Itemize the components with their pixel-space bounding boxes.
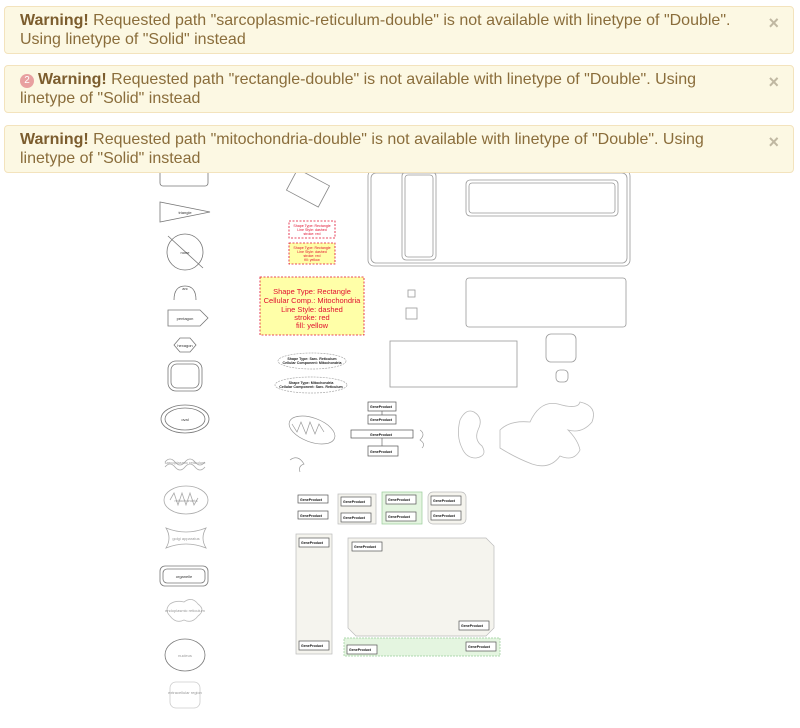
gene-label: GeneProduct bbox=[468, 645, 491, 649]
warning-alert-1: Warning! Requested path "sarcoplasmic-re… bbox=[4, 6, 794, 54]
shape-pentagon bbox=[167, 309, 209, 327]
gene-label: GeneProduct bbox=[354, 545, 377, 549]
gene-label: GeneProduct bbox=[433, 514, 456, 518]
main-label-d: stroke: red bbox=[294, 313, 329, 322]
ellipse-text-1a: Shape Type: Sarc. Reticulum bbox=[287, 357, 336, 361]
ellipse-text-2b: Cellular Component: Sarc. Reticulum bbox=[279, 385, 343, 389]
label-er: endoplasmic reticulum bbox=[165, 608, 205, 613]
label-oval: oval bbox=[181, 417, 188, 422]
red-dashed-box-1 bbox=[288, 220, 336, 239]
shape-nucleus bbox=[164, 638, 206, 672]
gene-label: GeneProduct bbox=[349, 648, 372, 652]
label-sarcoplasmic: sarcoplasmic reticulum bbox=[165, 460, 206, 465]
label-extracellular: extracellular region bbox=[168, 690, 202, 695]
red-label-2c: stroke: red bbox=[304, 254, 321, 258]
small-square-2 bbox=[405, 307, 418, 320]
close-icon[interactable]: × bbox=[768, 72, 779, 92]
blob-shape-2 bbox=[499, 401, 594, 467]
red-label-1c: stroke: red bbox=[304, 232, 321, 236]
red-label-2b: Line Style: dashed bbox=[297, 250, 327, 254]
main-label-a: Shape Type: Rectangle bbox=[273, 287, 351, 296]
shape-mitochondria bbox=[163, 485, 209, 515]
label-mitochondria: mitochondria bbox=[175, 498, 199, 503]
gene-label: GeneProduct bbox=[301, 541, 324, 545]
warning-alert-2: 2 Warning! Requested path "rectangle-doub… bbox=[4, 65, 794, 113]
shape-sarcoplasmic bbox=[164, 458, 206, 471]
gene-label: GeneProduct bbox=[461, 624, 484, 628]
shape-extracellular bbox=[169, 681, 201, 709]
gene-label: GeneProduct bbox=[388, 515, 411, 519]
shape-hexagon bbox=[173, 337, 197, 353]
gene-label: GeneProduct bbox=[370, 418, 393, 422]
label-hexagon: hexagon bbox=[177, 343, 192, 348]
shape-none bbox=[166, 233, 204, 271]
shape-er bbox=[166, 599, 203, 622]
small-square-1 bbox=[407, 289, 416, 298]
label-arc: arc bbox=[182, 286, 188, 291]
gene-label: GeneProduct bbox=[370, 405, 393, 409]
gene-label: GeneProduct bbox=[370, 433, 393, 437]
frame-inner-horizontal bbox=[465, 179, 619, 217]
gene-label: GeneProduct bbox=[433, 499, 456, 503]
blob-shape-1 bbox=[458, 410, 485, 459]
gene-label: GeneProduct bbox=[343, 500, 366, 504]
main-label-b: Cellular Comp.: Mitochondria bbox=[264, 296, 362, 305]
alert-strong: Warning! bbox=[20, 12, 89, 29]
main-label-e: fill: yellow bbox=[296, 321, 329, 330]
frame-inner-vertical bbox=[401, 171, 437, 261]
shape-golgi bbox=[165, 527, 207, 549]
ellipse-text-2a: Shape Type: Mitochondria bbox=[289, 381, 335, 385]
ellipse-label-2 bbox=[274, 376, 348, 394]
main-label-c: Line Style: dashed bbox=[281, 305, 343, 314]
big-frame bbox=[367, 169, 631, 267]
label-nucleus: nucleus bbox=[178, 653, 192, 658]
alert-message: Requested path "sarcoplasmic-reticulum-d… bbox=[20, 12, 731, 48]
ellipse-label-1 bbox=[277, 352, 347, 370]
red-dashed-box-2 bbox=[288, 242, 336, 265]
red-label-2a: Shape Type: Rectangle bbox=[293, 246, 330, 250]
plain-rect bbox=[389, 340, 518, 388]
label-pentagon: pentagon bbox=[177, 316, 194, 321]
rounded-square bbox=[545, 333, 577, 363]
shape-triangle bbox=[159, 201, 211, 223]
alert-strong: Warning! bbox=[20, 131, 89, 148]
red-label-2d: fill: yellow bbox=[304, 258, 320, 262]
count-badge: 2 bbox=[20, 74, 34, 88]
warning-alert-3: Warning! Requested path "mitochondria-do… bbox=[4, 125, 794, 173]
mitochondria-sketch bbox=[288, 415, 424, 473]
alert-message: Requested path "mitochondria-double" is … bbox=[20, 131, 704, 167]
gene-label: GeneProduct bbox=[388, 498, 411, 502]
alert-message: Requested path "rectangle-double" is not… bbox=[20, 71, 697, 107]
label-none: none bbox=[181, 250, 191, 255]
gene-label: GeneProduct bbox=[301, 644, 324, 648]
shape-organelle bbox=[159, 565, 209, 587]
label-golgi: golgi apparatus bbox=[172, 536, 199, 541]
gene-stack bbox=[350, 401, 414, 457]
shape-cell bbox=[167, 360, 203, 392]
gene-label: GeneProduct bbox=[300, 514, 323, 518]
red-label-1b: Line Style: dashed bbox=[297, 228, 327, 232]
close-icon[interactable]: × bbox=[768, 132, 779, 152]
rotated-box bbox=[285, 168, 331, 208]
tiny-rounded-square bbox=[555, 369, 569, 383]
label-triangle: triangle bbox=[178, 210, 192, 215]
gene-groups bbox=[295, 491, 501, 657]
shape-oval bbox=[160, 404, 210, 434]
main-yellow-box bbox=[259, 276, 365, 336]
red-label-1a: Shape Type: Rectangle bbox=[293, 224, 330, 228]
shape-arc bbox=[173, 285, 197, 301]
gene-label: GeneProduct bbox=[370, 450, 393, 454]
close-icon[interactable]: × bbox=[768, 13, 779, 33]
alert-strong: Warning! bbox=[38, 71, 107, 88]
gene-label: GeneProduct bbox=[300, 498, 323, 502]
gene-label: GeneProduct bbox=[343, 516, 366, 520]
wide-rounded-rect bbox=[465, 277, 627, 328]
ellipse-text-1b: Cellular Component: Mitochondria bbox=[283, 361, 343, 365]
label-organelle: organelle bbox=[176, 574, 193, 579]
